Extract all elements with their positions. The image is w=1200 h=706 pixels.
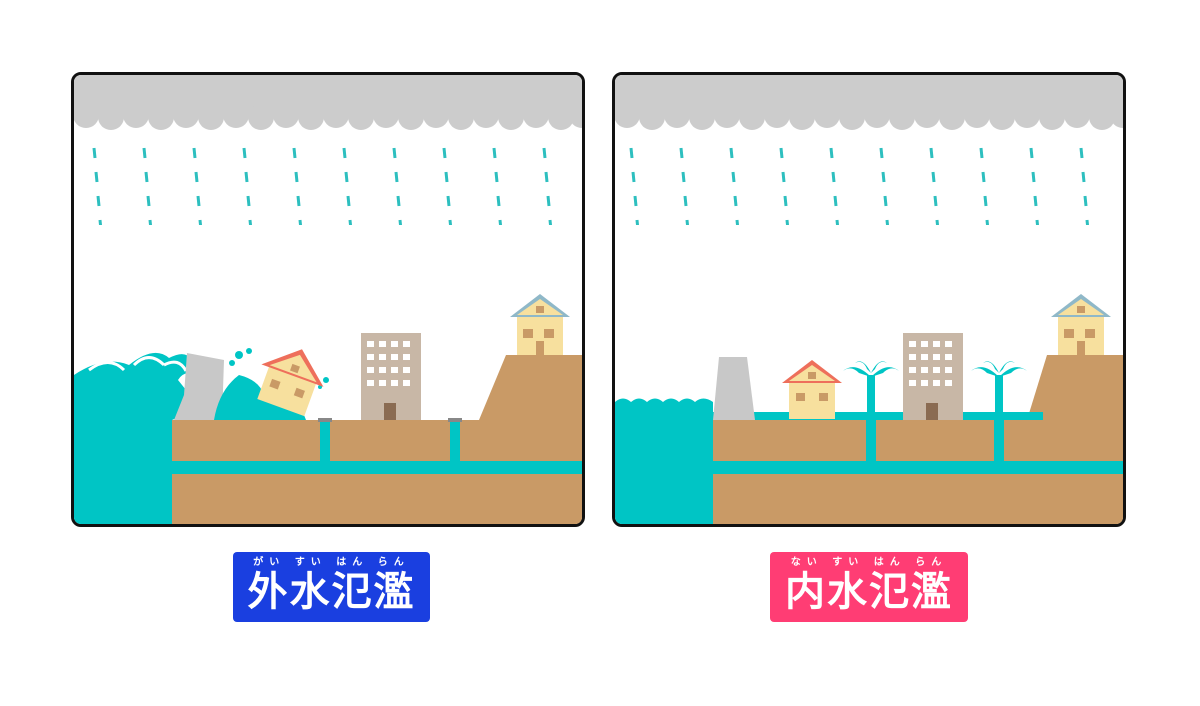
external-flood-panel	[71, 72, 585, 527]
manhole-fountain	[971, 361, 1027, 417]
sewer-pipe	[713, 461, 1123, 474]
internal-flood-panel	[612, 72, 1126, 527]
apartment-building	[903, 333, 963, 420]
drain-shaft	[866, 415, 876, 465]
cloud-bank	[615, 75, 1123, 130]
broken-levee	[174, 353, 224, 420]
rain-streaks	[615, 145, 1123, 285]
river	[615, 402, 713, 524]
drain-shaft	[994, 415, 1004, 465]
drain-shaft	[320, 420, 330, 465]
swept-house	[257, 349, 324, 417]
external-flood-title: 外水氾濫	[247, 569, 416, 615]
external-flood-label: がい すい はん らん 外水氾濫	[233, 552, 430, 622]
manhole-fountain	[843, 361, 899, 417]
drain-shaft	[450, 420, 460, 465]
surface-flood-water	[713, 412, 1043, 422]
rain-streaks	[74, 145, 582, 285]
internal-flood-label: ない すい はん らん 内水氾濫	[770, 552, 968, 622]
overtopping-wave	[74, 352, 209, 420]
drain-cap	[318, 418, 332, 422]
external-flood-illustration	[74, 75, 582, 524]
external-flood-ruby: がい すい はん らん	[253, 557, 410, 568]
internal-flood-ruby: ない すい はん らん	[790, 557, 948, 568]
internal-flood-illustration	[615, 75, 1123, 524]
house	[782, 360, 842, 419]
cloud-bank	[74, 75, 582, 130]
drain-cap	[448, 418, 462, 422]
levee	[713, 357, 755, 420]
hilltop-house	[510, 294, 570, 355]
apartment-building	[361, 333, 421, 420]
hilltop-house	[1051, 294, 1111, 355]
sewer-pipe	[172, 461, 582, 474]
internal-flood-title: 内水氾濫	[785, 569, 953, 615]
